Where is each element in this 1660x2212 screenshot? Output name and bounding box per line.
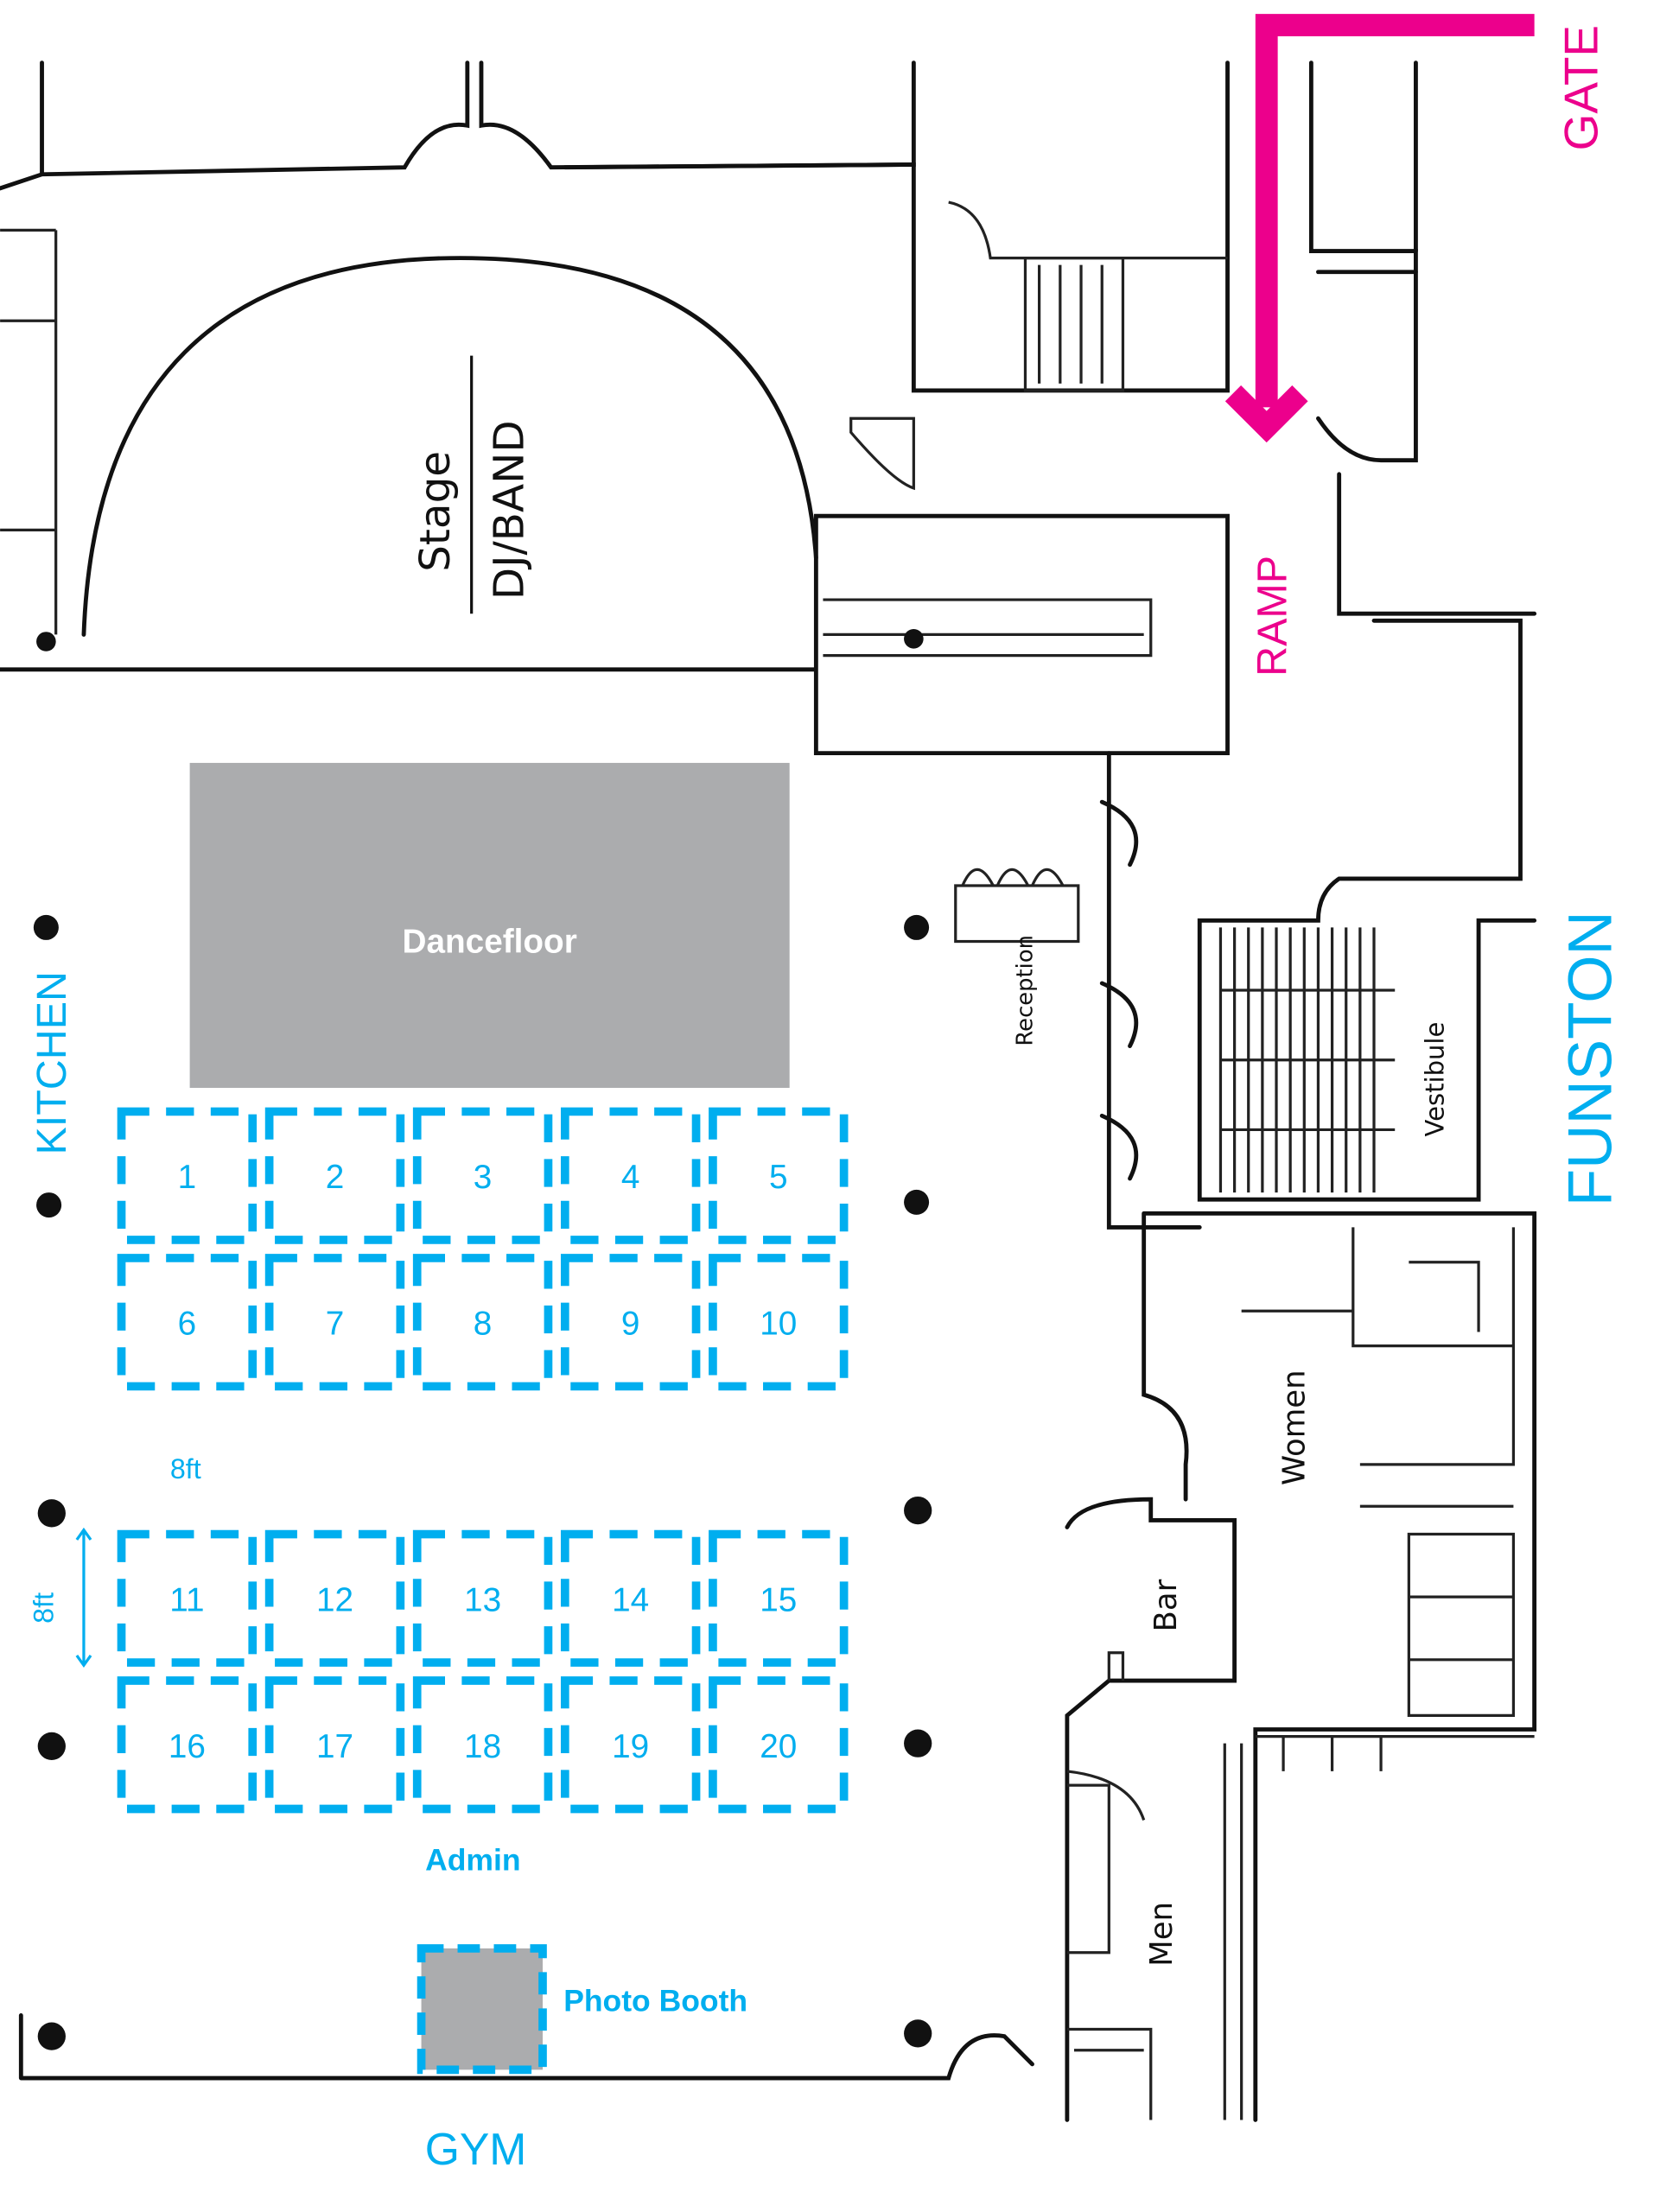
table-10[interactable]: 10 xyxy=(709,1254,849,1391)
table-outline xyxy=(560,1676,701,1814)
table-17[interactable]: 17 xyxy=(264,1676,405,1814)
table-number: 12 xyxy=(316,1581,353,1618)
table-7[interactable]: 7 xyxy=(264,1254,405,1391)
table-16[interactable]: 16 xyxy=(117,1676,258,1814)
table-20[interactable]: 20 xyxy=(709,1676,849,1814)
bar-label: Bar xyxy=(1148,1579,1184,1631)
admin-label: Admin xyxy=(425,1843,520,1878)
men-label: Men xyxy=(1144,1902,1180,1967)
dancefloor-label: Dancefloor xyxy=(403,923,577,960)
table-outline xyxy=(117,1107,258,1244)
table-number: 10 xyxy=(760,1306,797,1343)
women-label: Women xyxy=(1276,1370,1312,1485)
dancefloor-area xyxy=(189,762,790,1089)
table-18[interactable]: 18 xyxy=(412,1676,553,1814)
table-12[interactable]: 12 xyxy=(264,1529,405,1667)
table-15[interactable]: 15 xyxy=(709,1529,849,1667)
ramp-label: RAMP xyxy=(1249,556,1295,677)
table-height-label: 8ft xyxy=(28,1592,59,1624)
table-number: 1 xyxy=(178,1159,197,1196)
table-outline xyxy=(117,1254,258,1391)
dj-band-label: DJ/BAND xyxy=(485,420,533,600)
table-outline xyxy=(560,1529,701,1667)
table-number: 5 xyxy=(769,1159,788,1196)
table-11[interactable]: 11 xyxy=(117,1529,258,1667)
table-number: 7 xyxy=(326,1306,345,1343)
vestibule-label: Vestibule xyxy=(1421,1022,1450,1137)
table-3[interactable]: 3 xyxy=(412,1107,553,1244)
table-number: 2 xyxy=(326,1159,345,1196)
table-number: 16 xyxy=(169,1728,206,1765)
table-number: 4 xyxy=(621,1159,640,1196)
table-outline xyxy=(264,1676,405,1814)
table-outline xyxy=(117,1676,258,1814)
reception-label: Reception xyxy=(1013,935,1039,1046)
table-outline xyxy=(412,1254,553,1391)
building-walls xyxy=(0,60,1537,2122)
table-number: 8 xyxy=(474,1306,493,1343)
gate-route-arrow xyxy=(1224,14,1535,443)
table-14[interactable]: 14 xyxy=(560,1529,701,1667)
table-8[interactable]: 8 xyxy=(412,1254,553,1391)
table-outline xyxy=(264,1529,405,1667)
stage-label: Stage xyxy=(411,451,460,572)
photo-booth-area xyxy=(417,1944,547,2075)
plan-labels: Stage DJ/BAND Reception Vestibule Women … xyxy=(411,420,1450,1967)
table-number: 14 xyxy=(612,1581,649,1618)
table-number: 13 xyxy=(464,1581,501,1618)
table-4[interactable]: 4 xyxy=(560,1107,701,1244)
table-2[interactable]: 2 xyxy=(264,1107,405,1244)
table-number: 9 xyxy=(621,1306,640,1343)
gym-label: GYM xyxy=(425,2124,527,2174)
table-outline xyxy=(709,1676,849,1814)
table-outline xyxy=(117,1529,258,1667)
table-5[interactable]: 5 xyxy=(709,1107,849,1244)
table-number: 6 xyxy=(178,1306,197,1343)
table-outline xyxy=(264,1107,405,1244)
photo-booth-label: Photo Booth xyxy=(563,1984,747,2018)
table-number: 3 xyxy=(474,1159,493,1196)
table-width-label: 8ft xyxy=(170,1453,201,1484)
table-outline xyxy=(560,1254,701,1391)
table-number: 11 xyxy=(169,1581,204,1618)
table-1[interactable]: 1 xyxy=(117,1107,258,1244)
table-number: 18 xyxy=(464,1728,501,1765)
table-outline xyxy=(709,1254,849,1391)
table-6[interactable]: 6 xyxy=(117,1254,258,1391)
funston-label: FUNSTON xyxy=(1556,911,1625,1206)
table-outline xyxy=(560,1107,701,1244)
table-number: 19 xyxy=(612,1728,649,1765)
table-number: 20 xyxy=(760,1728,797,1765)
table-outline xyxy=(412,1529,553,1667)
table-outline xyxy=(412,1107,553,1244)
table-number: 15 xyxy=(760,1581,797,1618)
table-outline xyxy=(709,1107,849,1244)
dimension-arrow xyxy=(75,1527,92,1669)
table-19[interactable]: 19 xyxy=(560,1676,701,1814)
gate-label: GATE xyxy=(1554,25,1607,150)
table-number: 17 xyxy=(316,1728,353,1765)
table-outline xyxy=(264,1254,405,1391)
table-outline xyxy=(412,1676,553,1814)
kitchen-label: KITCHEN xyxy=(29,971,75,1154)
table-outline xyxy=(709,1529,849,1667)
table-13[interactable]: 13 xyxy=(412,1529,553,1667)
table-9[interactable]: 9 xyxy=(560,1254,701,1391)
